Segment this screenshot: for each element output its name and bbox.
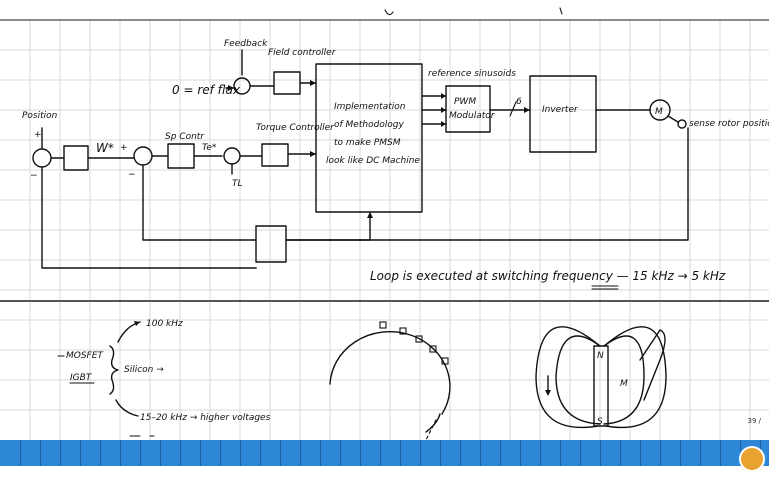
field-controller-block	[274, 72, 300, 94]
taskbar-divider	[60, 440, 61, 466]
label-torque-controller: Torque Controller	[256, 123, 335, 133]
impl-line-2: of Methodology	[334, 120, 405, 130]
taskbar-divider	[560, 440, 561, 466]
taskbar-divider	[700, 440, 701, 466]
summing-junction-position	[33, 149, 51, 167]
taskbar-divider	[100, 440, 101, 466]
label-zero-ref: 0 = ref flux	[172, 83, 241, 97]
label-speed-control: Sp Contr	[165, 132, 205, 142]
taskbar-divider	[220, 440, 221, 466]
position-controller-block	[64, 146, 88, 170]
taskbar-divider	[200, 440, 201, 466]
taskbar-divider	[680, 440, 681, 466]
label-w-star: W*	[96, 141, 114, 155]
taskbar-divider	[300, 440, 301, 466]
block-diagram: Position + − W* + − Sp Contr Te* TL Torq…	[22, 39, 769, 289]
label-te-star: Te*	[202, 143, 217, 153]
taskbar-divider	[420, 440, 421, 466]
taskbar-divider	[140, 440, 141, 466]
summing-junction-torque	[224, 148, 240, 164]
page-number: 39 /	[748, 417, 762, 425]
taskbar-divider	[160, 440, 161, 466]
taskbar-divider	[340, 440, 341, 466]
brace	[110, 346, 118, 394]
label-tl: TL	[232, 179, 243, 189]
taskbar-divider	[40, 440, 41, 466]
app-logo-icon[interactable]	[739, 446, 765, 472]
pwm-line-1: PWM	[454, 97, 476, 107]
plus-sign-2: +	[120, 143, 128, 153]
taskbar-divider	[380, 440, 381, 466]
label-feedback: Feedback	[224, 39, 268, 49]
label-n: N	[597, 351, 604, 361]
taskbar-divider	[20, 440, 21, 466]
label-mosfet: MOSFET	[66, 351, 104, 361]
label-reference-sinusoids: reference sinusoids	[428, 69, 516, 79]
taskbar-divider	[540, 440, 541, 466]
label-100khz: 100 kHz	[146, 319, 183, 329]
label-motor: M	[655, 107, 663, 117]
taskbar-divider	[440, 440, 441, 466]
flux-loop-right	[604, 327, 666, 428]
taskbar-divider	[580, 440, 581, 466]
taskbar-divider	[240, 440, 241, 466]
taskbar-divider	[320, 440, 321, 466]
pwm-line-2: Modulator	[449, 111, 496, 121]
taskbar-divider	[500, 440, 501, 466]
taskbar-divider	[80, 440, 81, 466]
summing-junction-speed	[134, 147, 152, 165]
speed-controller-block	[168, 144, 194, 168]
pwm-modulator-block	[446, 86, 490, 132]
taskbar-divider	[660, 440, 661, 466]
label-six: 6	[516, 97, 522, 107]
label-inverter: Inverter	[542, 105, 579, 115]
taskbar-divider	[480, 440, 481, 466]
taskbar-divider	[360, 440, 361, 466]
label-position: Position	[22, 111, 58, 121]
taskbar-divider	[120, 440, 121, 466]
taskbar-divider	[520, 440, 521, 466]
taskbar-divider	[400, 440, 401, 466]
slot-1	[380, 322, 386, 328]
taskbar-divider	[260, 440, 261, 466]
taskbar-divider	[180, 440, 181, 466]
label-igbt: IGBT	[70, 373, 93, 383]
label-sense-rotor: sense rotor position	[689, 119, 769, 129]
position-feedback-path	[42, 167, 256, 268]
taskbar-divider	[280, 440, 281, 466]
label-m: M	[620, 379, 628, 389]
label-15-20khz: 15–20 kHz → higher voltages	[140, 413, 271, 423]
label-loop-note: Loop is executed at switching frequency …	[370, 269, 726, 283]
torque-controller-block	[262, 144, 288, 166]
taskbar-divider	[600, 440, 601, 466]
impl-line-1: Implementation	[334, 102, 406, 112]
speed-feedback-path	[143, 165, 256, 240]
position-sensor	[678, 120, 686, 128]
taskbar-divider	[620, 440, 621, 466]
bottom-strip	[0, 466, 769, 483]
minus-sign-2: −	[128, 170, 136, 180]
minus-sign: −	[30, 171, 38, 181]
taskbar-divider	[640, 440, 641, 466]
top-scribble	[385, 8, 562, 15]
label-field-controller: Field controller	[268, 48, 337, 58]
label-silicon: Silicon →	[124, 365, 164, 375]
taskbar-divider	[460, 440, 461, 466]
taskbar[interactable]	[0, 440, 769, 466]
plus-sign: +	[34, 130, 42, 140]
impl-line-3: to make PMSM	[334, 138, 401, 148]
taskbar-divider	[720, 440, 721, 466]
speed-estimator-block	[256, 226, 286, 262]
impl-line-4: look like DC Machine	[326, 156, 420, 166]
